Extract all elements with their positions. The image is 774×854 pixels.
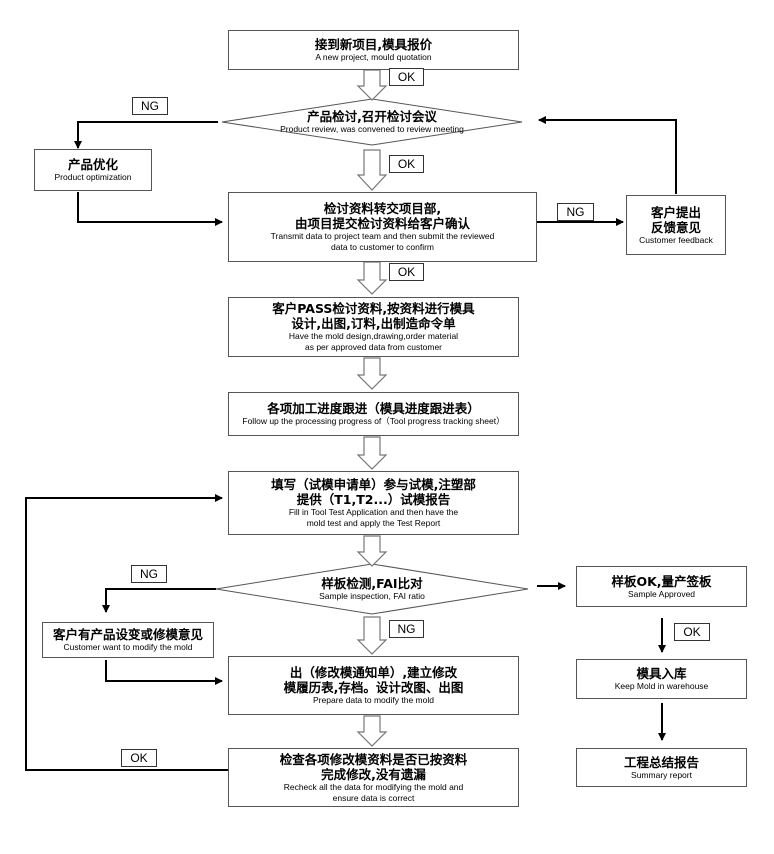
label-ng-2: NG <box>557 203 594 221</box>
node-review-cn: 产品检讨,召开检讨会议 <box>307 109 437 124</box>
node-transmit: 检讨资料转交项目部, 由项目提交检讨资料给客户确认 Transmit data … <box>228 192 537 262</box>
node-trial-cn1: 填写（试模申请单）参与试模,注塑部 <box>271 477 476 492</box>
node-feedback-en: Customer feedback <box>639 234 713 245</box>
node-warehouse-en: Keep Mold in warehouse <box>614 681 709 691</box>
node-recheck-cn2: 完成修改,没有遗漏 <box>321 766 426 782</box>
node-transmit-cn2: 由项目提交检讨资料给客户确认 <box>294 216 470 231</box>
node-design-cn2: 设计,出图,订料,出制造命令单 <box>291 316 456 331</box>
node-recheck-en1: Recheck all the data for modifying the m… <box>283 781 464 792</box>
node-design-en1: Have the mold design,drawing,order mater… <box>288 331 459 341</box>
hollow-arrow-7 <box>356 616 388 655</box>
node-design-cn1: 客户PASS检讨资料,按资料进行模具 <box>272 301 475 316</box>
node-transmit-en1: Transmit data to project team and then s… <box>270 231 495 241</box>
node-prepare-cn1: 出（修改模通知单）,建立修改 <box>289 665 458 680</box>
label-ng-1: NG <box>132 97 168 115</box>
node-review-text: 产品检讨,召开检讨会议 Product review, was convened… <box>236 109 508 135</box>
inspect-decision-diamond <box>215 563 529 615</box>
node-recheck-en2: ensure data is correct <box>332 792 415 803</box>
hollow-arrow-5 <box>356 436 388 470</box>
node-modify-request-cn: 客户有产品设变或修模意见 <box>52 627 203 642</box>
node-start: 接到新项目,模具报价 A new project, mould quotatio… <box>228 30 519 70</box>
node-optimize-en: Product optimization <box>54 172 132 182</box>
node-trial: 填写（试模申请单）参与试模,注塑部 提供（T1,T2...）试模报告 Fill … <box>228 471 519 535</box>
node-prepare-cn2: 模履历表,存档。设计改图、出图 <box>283 680 464 695</box>
node-feedback: 客户提出 反馈意见 Customer feedback <box>626 195 726 255</box>
node-transmit-en2: data to customer to confirm <box>331 242 434 252</box>
node-prepare-en: Prepare data to modify the mold <box>313 695 434 705</box>
label-ok-5: OK <box>121 749 157 767</box>
node-start-cn: 接到新项目,模具报价 <box>314 37 433 52</box>
node-warehouse-cn: 模具入库 <box>636 666 687 681</box>
node-recheck: 检查各项修改模资料是否已按资料 完成修改,没有遗漏 Recheck all th… <box>228 748 519 807</box>
node-followup: 各项加工进度跟进（模具进度跟进表） Follow up the processi… <box>228 392 519 436</box>
node-approved-cn: 样板OK,量产签板 <box>611 573 712 589</box>
node-design: 客户PASS检讨资料,按资料进行模具 设计,出图,订料,出制造命令单 Have … <box>228 297 519 357</box>
node-review-en: Product review, was convened to review m… <box>280 124 464 134</box>
node-trial-en1: Fill in Tool Test Application and then h… <box>288 507 459 517</box>
node-prepare: 出（修改模通知单）,建立修改 模履历表,存档。设计改图、出图 Prepare d… <box>228 656 519 715</box>
hollow-arrow-6 <box>356 535 388 567</box>
label-ok-4: OK <box>674 623 710 641</box>
node-trial-cn2: 提供（T1,T2...）试模报告 <box>296 492 451 507</box>
node-approved-en: Sample Approved <box>627 588 696 599</box>
node-optimize: 产品优化 Product optimization <box>34 149 152 191</box>
node-feedback-cn2: 反馈意见 <box>650 219 701 235</box>
modify-to-prepare-line <box>105 660 223 685</box>
review-decision-diamond <box>221 98 523 146</box>
node-modify-request: 客户有产品设变或修模意见 Customer want to modify the… <box>42 622 214 658</box>
node-optimize-cn: 产品优化 <box>67 157 118 172</box>
node-summary-en: Summary report <box>631 769 692 780</box>
node-design-en2: as per approved data from customer <box>304 342 442 352</box>
node-summary-cn: 工程总结报告 <box>623 754 699 770</box>
optimize-to-transmit-line <box>77 192 223 226</box>
feedback-to-review-line <box>538 116 677 194</box>
node-transmit-cn1: 检讨资料转交项目部, <box>323 201 442 216</box>
node-feedback-cn1: 客户提出 <box>650 204 701 220</box>
ng-to-modify-line <box>102 588 216 613</box>
node-inspect-en: Sample inspection, FAI ratio <box>319 591 425 601</box>
node-approved: 样板OK,量产签板 Sample Approved <box>576 566 747 607</box>
label-ok-3: OK <box>389 263 424 281</box>
label-ok-1: OK <box>389 68 424 86</box>
node-inspect-text: 样板检测,FAI比对 Sample inspection, FAI ratio <box>262 576 482 602</box>
node-inspect-cn: 样板检测,FAI比对 <box>321 576 423 591</box>
hollow-arrow-1 <box>356 69 388 101</box>
hollow-arrow-2 <box>356 149 388 191</box>
node-summary: 工程总结报告 Summary report <box>576 748 747 787</box>
recheck-loop-line <box>25 494 228 771</box>
node-followup-en: Follow up the processing progress of（Too… <box>242 416 505 426</box>
hollow-arrow-8 <box>356 715 388 747</box>
label-ng-3: NG <box>131 565 167 583</box>
node-trial-en2: mold test and apply the Test Report <box>306 518 441 528</box>
node-warehouse: 模具入库 Keep Mold in warehouse <box>576 659 747 699</box>
label-ng-4: NG <box>389 620 424 638</box>
node-start-en: A new project, mould quotation <box>315 52 432 62</box>
node-followup-cn: 各项加工进度跟进（模具进度跟进表） <box>267 401 480 416</box>
label-ok-2: OK <box>389 155 424 173</box>
node-modify-request-en: Customer want to modify the mold <box>63 642 193 652</box>
ng-to-optimize-line <box>74 121 218 149</box>
hollow-arrow-3 <box>356 261 388 295</box>
node-recheck-cn1: 检查各项修改模资料是否已按资料 <box>279 751 468 767</box>
hollow-arrow-4 <box>356 357 388 390</box>
